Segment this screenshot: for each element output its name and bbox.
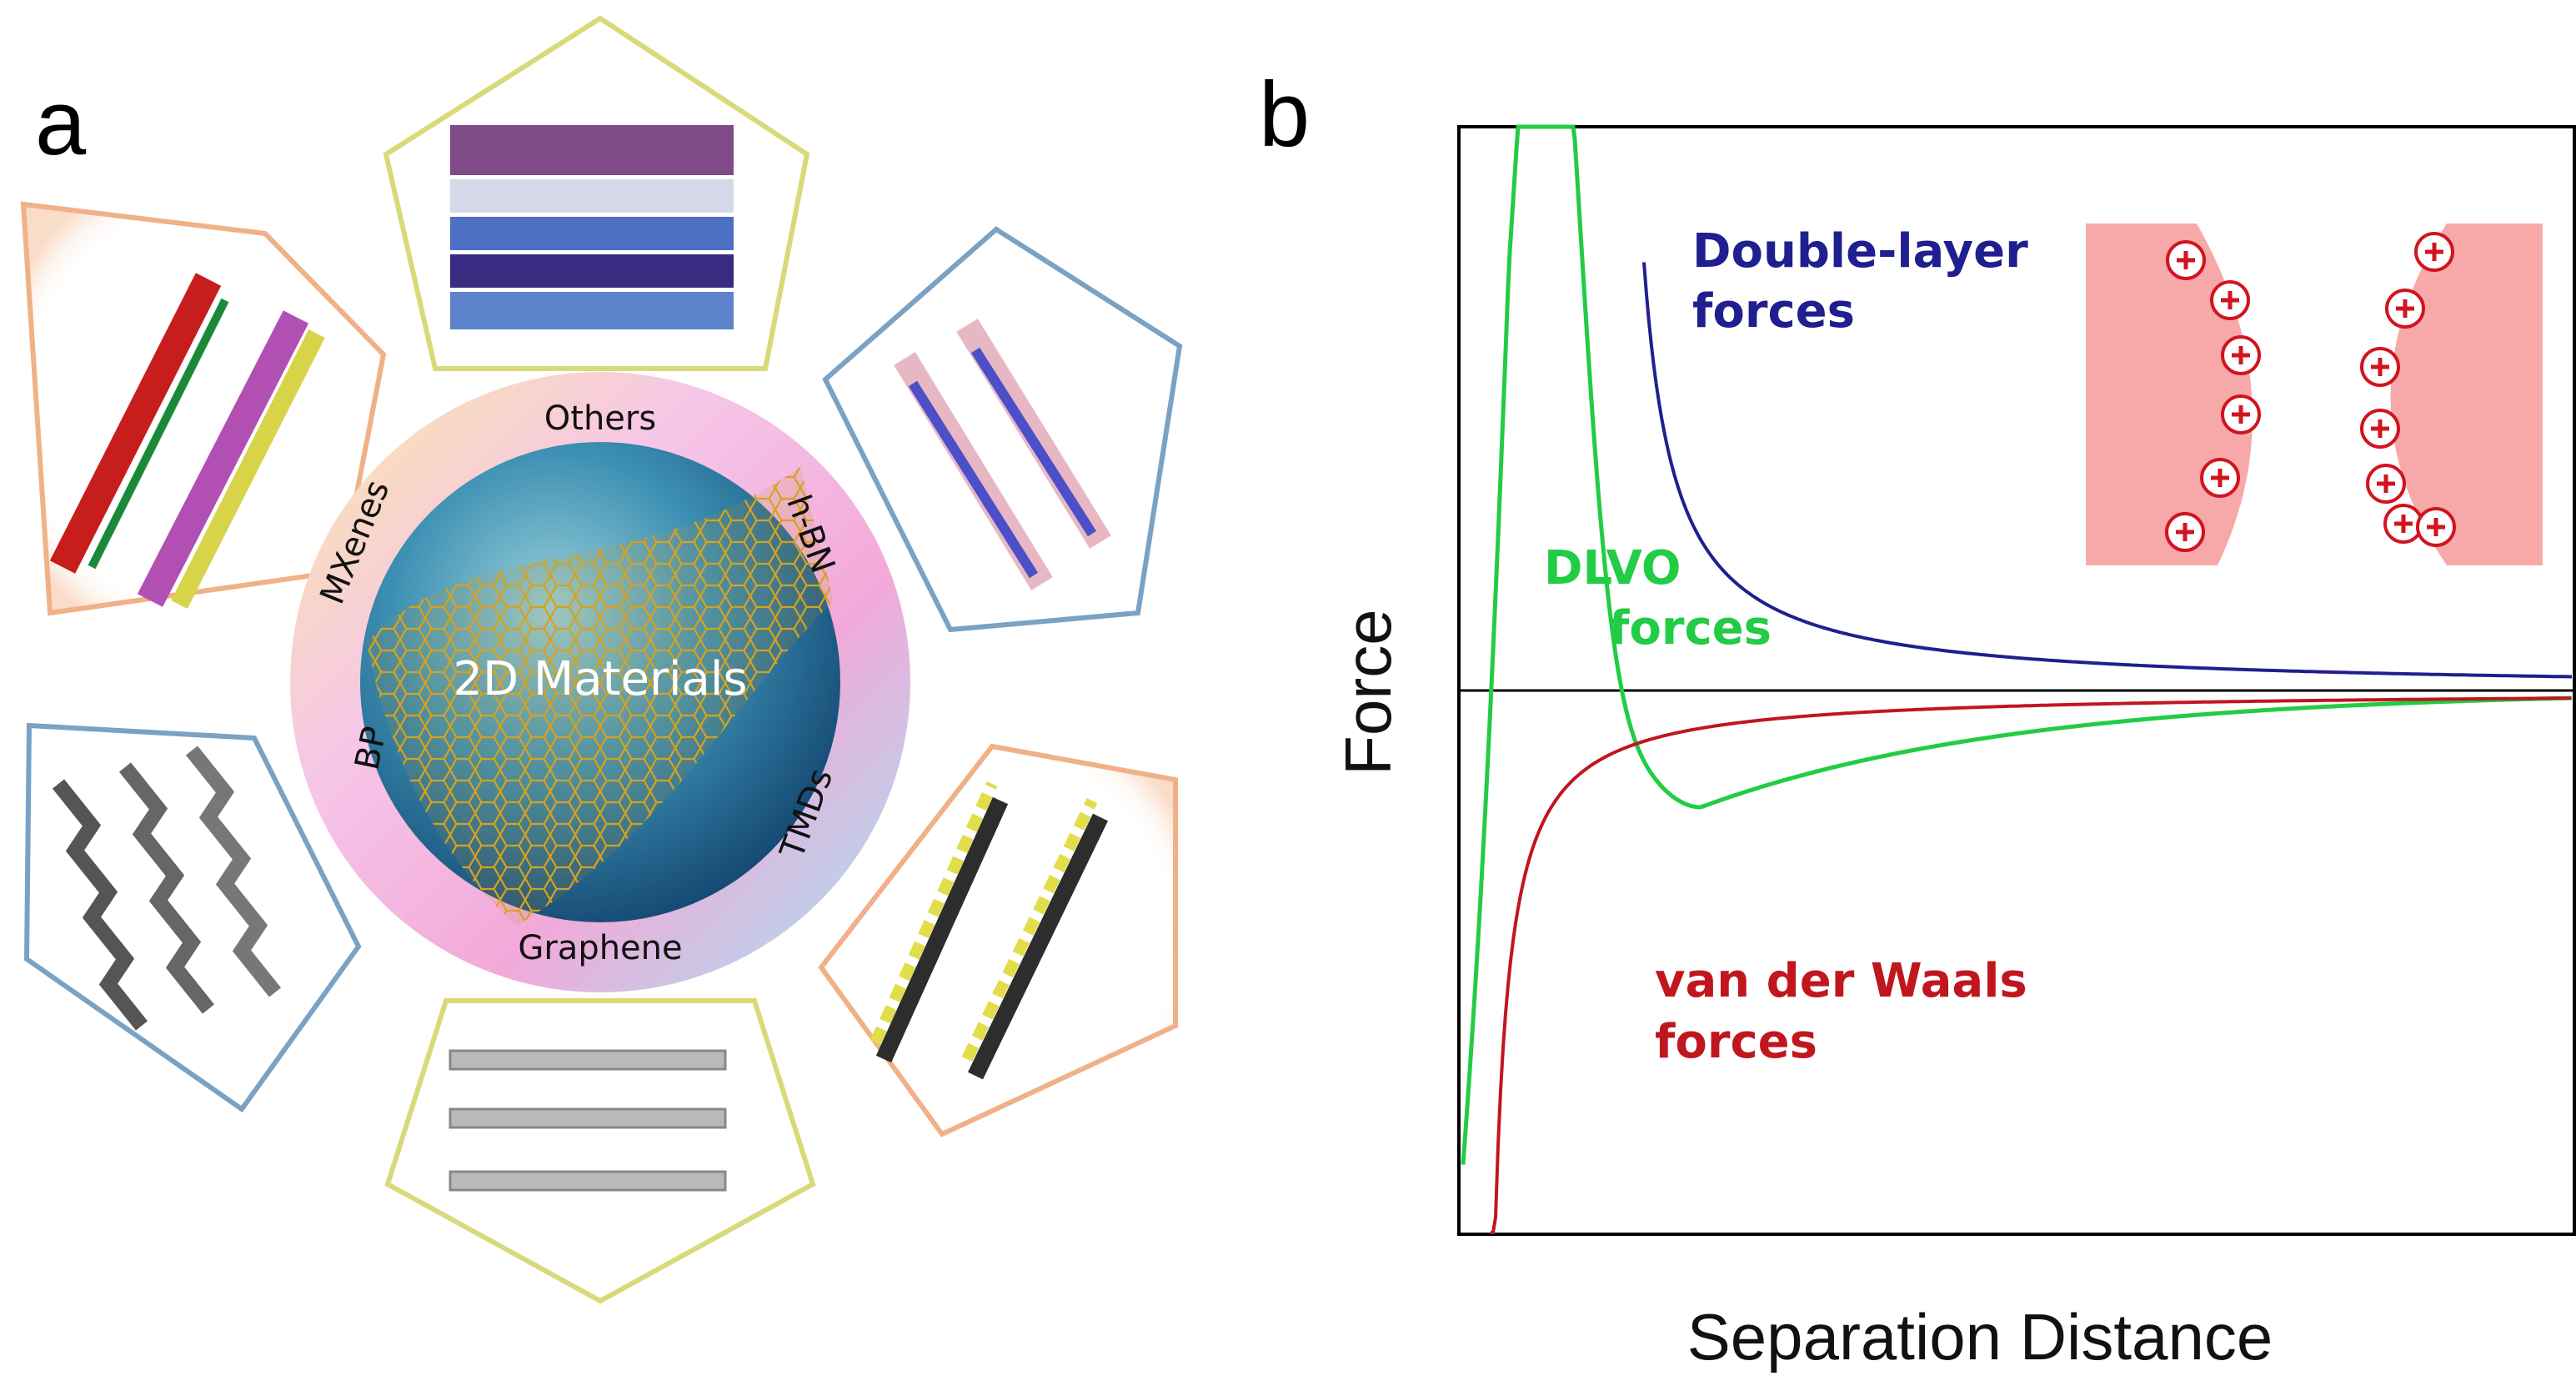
positive-charge-icon [2416,234,2453,270]
positive-charge-icon [2212,282,2248,319]
pentagon-others [383,15,810,371]
positive-charge-icon [2418,509,2454,545]
right-charged-plate [2390,223,2543,565]
black-phosphorus-icon [52,746,282,1031]
x-axis-title: Separation Distance [1687,1300,2273,1373]
ring-label-graphene: Graphene [518,929,682,967]
center-label: 2D Materials [453,652,747,706]
positive-charge-icon [2167,514,2203,550]
ring-label-others: Others [544,399,656,438]
y-axis-title: Force [1331,609,1405,775]
positive-charge-icon [2362,410,2398,447]
hbn-layers-icon [894,319,1111,590]
positive-charge-icon [2223,396,2259,433]
positive-charge-icon [2387,290,2423,327]
layered-crystal-icon [450,125,734,329]
van-der-waals-curve [1491,696,2571,1234]
positive-charge-icon [2362,349,2398,385]
pentagon-tmds [818,743,1178,1137]
double-layer-curve [1642,262,2573,679]
charged-surfaces-inset [2086,223,2543,565]
tmd-layers-icon [870,781,1109,1080]
van-der-waals-label: van der Waals forces [1655,954,2043,1069]
positive-charge-icon [2223,337,2259,374]
pentagon-bp [23,722,362,1113]
positive-charge-icon [2168,242,2204,279]
pentagon-hbn [822,226,1183,633]
pentagon-mxenes [20,201,387,616]
materials-wheel: 2D Materials Others h-BN TMDs Graphene B… [290,372,910,992]
dlvo-plot: Double-layer forces DLVO forces van der … [1457,124,2576,1236]
mxene-layers-icon [49,273,325,609]
pentagon-graphene [384,998,816,1304]
positive-charge-icon [2368,465,2404,502]
panel-a-label: a [35,72,87,174]
ring-label-bp: BP [348,723,394,773]
dlvo-label: DLVO forces [1544,541,1772,655]
panel-b-label: b [1259,63,1310,166]
graphene-sheets-icon [449,1049,727,1192]
dlvo-curve [1461,124,2573,1165]
double-layer-label: Double-layer forces [1692,224,2044,339]
positive-charge-icon [2202,459,2238,496]
